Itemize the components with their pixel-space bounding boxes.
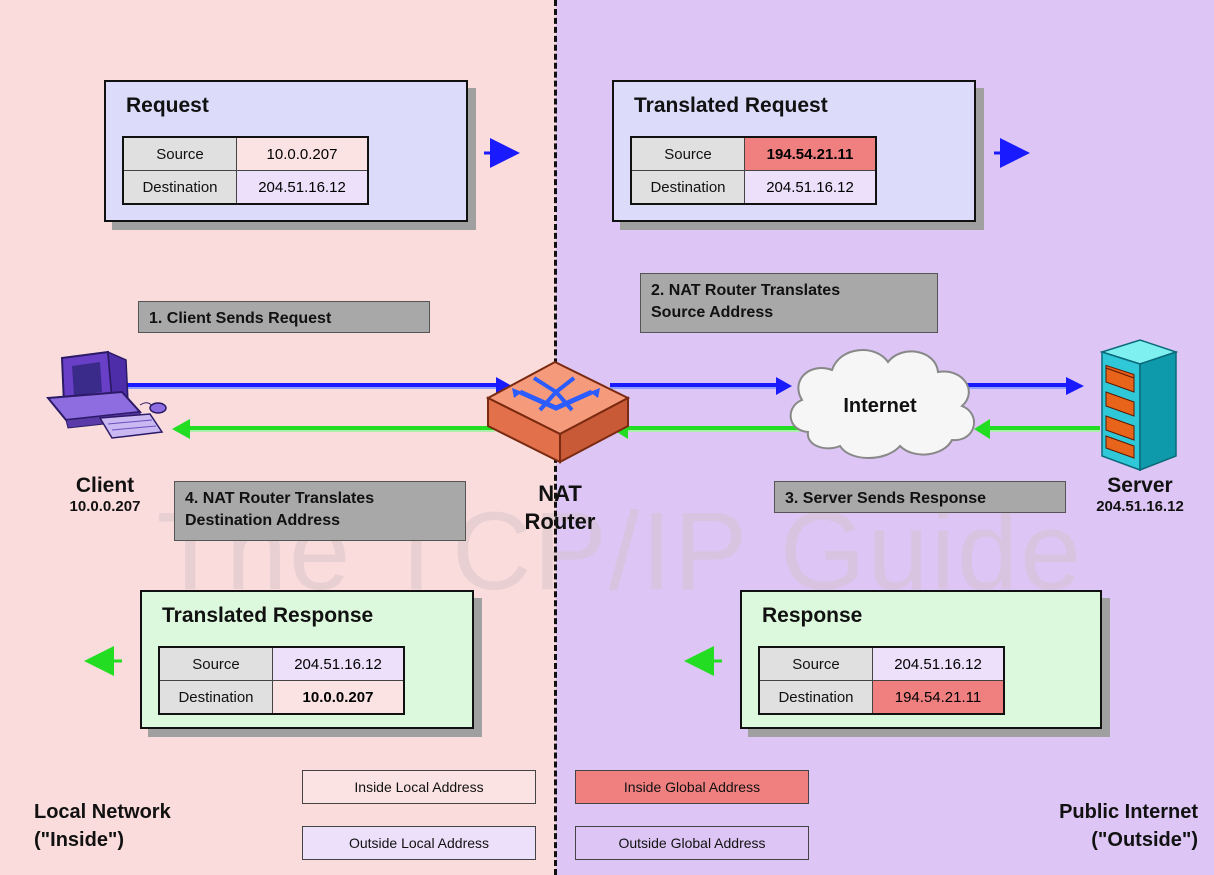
public-internet-label-line-1: Public Internet <box>1059 801 1198 823</box>
step-1-text: 1. Client Sends Request <box>149 310 332 327</box>
request-path-arrows <box>126 377 1084 395</box>
translated-response-address-table: Source 204.51.16.12 Destination 10.0.0.2… <box>158 646 405 715</box>
step-4-line-1: 4. NAT Router Translates <box>185 490 375 507</box>
step-3-label: 3. Server Sends Response <box>774 481 1066 513</box>
translated-response-source-value: 204.51.16.12 <box>272 646 405 681</box>
server-icon <box>1099 339 1179 472</box>
nat-router-label: NAT Router <box>510 480 610 536</box>
translated-response-title: Translated Response <box>162 604 374 627</box>
local-network-label-line-2: ("Inside") <box>34 829 125 851</box>
response-destination-row: Destination 194.54.21.11 <box>758 680 1005 715</box>
request-source-row: Source 10.0.0.207 <box>122 136 369 171</box>
response-source-value: 204.51.16.12 <box>872 646 1005 681</box>
request-source-label: Source <box>122 136 237 171</box>
request-source-value: 10.0.0.207 <box>236 136 369 171</box>
response-destination-label: Destination <box>758 680 873 715</box>
server-label: Server 204.51.16.12 <box>1070 474 1210 515</box>
nat-router-line-1: NAT <box>538 481 582 506</box>
legend-inside-local: Inside Local Address <box>302 770 536 804</box>
translated-request-source-label: Source <box>630 136 745 171</box>
step-2-line-2: Source Address <box>651 304 774 321</box>
step-3-text: 3. Server Sends Response <box>785 490 986 507</box>
nat-router-line-2: Router <box>524 509 596 534</box>
request-destination-label: Destination <box>122 170 237 205</box>
translated-response-box: Translated Response Source 204.51.16.12 … <box>140 590 474 729</box>
legend-outside-local: Outside Local Address <box>302 826 536 860</box>
client-name: Client <box>75 474 135 497</box>
response-path-arrows <box>172 419 1100 439</box>
client-label: Client 10.0.0.207 <box>40 474 170 515</box>
client-computer-icon <box>46 350 167 439</box>
nat-router-icon <box>485 360 631 464</box>
request-box: Request Source 10.0.0.207 Destination 20… <box>104 80 468 222</box>
legend-outside-global: Outside Global Address <box>575 826 809 860</box>
translated-request-box: Translated Request Source 194.54.21.11 D… <box>612 80 976 222</box>
local-network-label-line-1: Local Network <box>34 801 171 823</box>
response-source-label: Source <box>758 646 873 681</box>
server-ip: 204.51.16.12 <box>1096 498 1184 515</box>
local-network-label: Local Network ("Inside") <box>34 798 171 854</box>
translated-request-destination-value: 204.51.16.12 <box>744 170 877 205</box>
request-destination-value: 204.51.16.12 <box>236 170 369 205</box>
translated-response-source-row: Source 204.51.16.12 <box>158 646 405 681</box>
step-4-line-2: Destination Address <box>185 512 340 529</box>
response-address-table: Source 204.51.16.12 Destination 194.54.2… <box>758 646 1005 715</box>
response-box: Response Source 204.51.16.12 Destination… <box>740 590 1102 729</box>
server-name: Server <box>1107 474 1173 497</box>
translated-request-source-value: 194.54.21.11 <box>744 136 877 171</box>
internet-cloud-icon <box>789 349 975 459</box>
legend-inside-global: Inside Global Address <box>575 770 809 804</box>
public-internet-label: Public Internet ("Outside") <box>1059 798 1198 854</box>
translated-request-destination-label: Destination <box>630 170 745 205</box>
public-internet-label-line-2: ("Outside") <box>1091 829 1198 851</box>
translated-response-source-label: Source <box>158 646 273 681</box>
client-ip: 10.0.0.207 <box>69 498 141 515</box>
response-title: Response <box>762 604 863 627</box>
request-address-table: Source 10.0.0.207 Destination 204.51.16.… <box>122 136 369 205</box>
translated-request-title: Translated Request <box>634 94 828 117</box>
translated-request-destination-row: Destination 204.51.16.12 <box>630 170 877 205</box>
translated-response-destination-row: Destination 10.0.0.207 <box>158 680 405 715</box>
translated-response-destination-label: Destination <box>158 680 273 715</box>
internet-label: Internet <box>843 395 917 417</box>
step-2-line-1: 2. NAT Router Translates <box>651 282 841 299</box>
response-destination-value: 194.54.21.11 <box>872 680 1005 715</box>
request-title: Request <box>126 94 209 117</box>
step-4-label: 4. NAT Router Translates Destination Add… <box>174 481 466 541</box>
request-destination-row: Destination 204.51.16.12 <box>122 170 369 205</box>
translated-request-address-table: Source 194.54.21.11 Destination 204.51.1… <box>630 136 877 205</box>
step-2-label: 2. NAT Router Translates Source Address <box>640 273 938 333</box>
step-1-label: 1. Client Sends Request <box>138 301 430 333</box>
response-source-row: Source 204.51.16.12 <box>758 646 1005 681</box>
translated-response-destination-value: 10.0.0.207 <box>272 680 405 715</box>
translated-request-source-row: Source 194.54.21.11 <box>630 136 877 171</box>
